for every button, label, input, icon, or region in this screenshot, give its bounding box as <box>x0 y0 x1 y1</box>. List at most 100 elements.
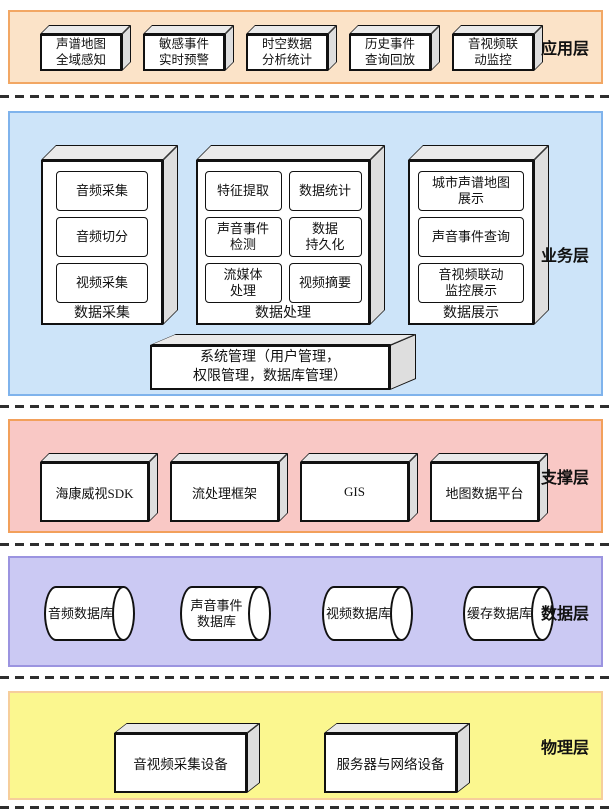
physical-box-server-network-devices: 服务器与网络设备 <box>324 722 470 793</box>
cell: 视频摘要 <box>288 263 362 303</box>
cylinder-end-cap <box>531 586 554 641</box>
box-right-face <box>247 722 260 793</box>
separator <box>0 405 615 408</box>
support-box-gis: GIS <box>300 453 418 522</box>
physical-box-av-capture-devices: 音视频采集设备 <box>114 722 260 793</box>
box-right-face <box>122 25 131 71</box>
layer-business: 音频采集 音频切分 视频采集 数据采集 特征提取 数据统计 声音事件 检测 数据… <box>8 111 603 396</box>
box-right-face <box>225 25 234 71</box>
layer-label-application: 应用层 <box>540 41 589 58</box>
layer-support: 海康威视SDK 流处理框架 GIS 地图数据平台 支撑层 <box>8 419 603 533</box>
box-top-face <box>452 25 543 34</box>
business-group-data-display: 城市声谱地图 展示 声音事件查询 音视频联动 监控展示 数据展示 <box>408 145 549 325</box>
layer-application: 声谱地图 全域感知 敏感事件 实时预警 时空数据 分析统计 历史事件 查询回放 <box>8 10 603 84</box>
support-box-hikvision-sdk: 海康威视SDK <box>40 453 158 522</box>
group-caption: 数据展示 <box>443 306 499 321</box>
box-top-face <box>246 25 337 34</box>
box-front-face: 特征提取 数据统计 声音事件 检测 数据 持久化 流媒体 处理 视频摘要 数据处… <box>196 160 370 325</box>
cylinder-end-cap <box>112 586 135 641</box>
cell: 声音事件查询 <box>418 217 524 257</box>
app-box-spectrogram-map: 声谱地图 全域感知 <box>40 25 131 71</box>
group-caption: 数据采集 <box>74 306 130 321</box>
cell: 声音事件 检测 <box>204 217 282 257</box>
database-cylinder-cache: 缓存数据库 <box>463 586 554 641</box>
box-top-face <box>430 453 548 462</box>
layer-label-business: 业务层 <box>540 247 589 265</box>
app-box-av-linkage-monitor: 音视频联 动监控 <box>452 25 543 71</box>
cell: 音频切分 <box>56 217 148 257</box>
cylinder-body <box>322 586 402 641</box>
cell: 音视频联动 监控展示 <box>418 263 524 303</box>
cell: 城市声谱地图 展示 <box>418 171 524 211</box>
separator <box>0 543 615 546</box>
box-right-face <box>279 453 288 522</box>
cylinder-label: 视频数据库 <box>325 605 391 621</box>
separator <box>0 676 615 679</box>
box-right-face <box>149 453 158 522</box>
app-box-spatiotemporal-analysis: 时空数据 分析统计 <box>246 25 337 71</box>
box-front-face: 城市声谱地图 展示 声音事件查询 音视频联动 监控展示 数据展示 <box>408 160 534 325</box>
box-right-face <box>163 145 178 325</box>
box-top-face <box>150 334 416 345</box>
cylinder-body <box>44 586 124 641</box>
cell: 特征提取 <box>204 171 282 211</box>
app-box-sensitive-event-warning: 敏感事件 实时预警 <box>143 25 234 71</box>
group-caption: 数据处理 <box>255 306 311 321</box>
box-right-face <box>390 333 416 390</box>
cylinder-end-cap <box>248 586 271 641</box>
box-top-face <box>324 723 470 733</box>
box-top-face <box>170 453 288 462</box>
box-front-face: 声谱地图 全域感知 <box>40 34 122 71</box>
cell-list: 音频采集 音频切分 视频采集 <box>56 171 148 303</box>
box-top-face <box>40 25 131 34</box>
box-front-face: 音视频采集设备 <box>114 733 247 793</box>
box-top-face <box>408 145 549 160</box>
box-front-face: 历史事件 查询回放 <box>349 34 431 71</box>
box-right-face <box>457 722 470 793</box>
box-front-face: 服务器与网络设备 <box>324 733 457 793</box>
box-front-face: 海康威视SDK <box>40 462 149 522</box>
cylinder-body <box>180 586 260 641</box>
box-front-face: 系统管理（用户管理， 权限管理，数据库管理） <box>150 345 390 390</box>
box-front-face: 流处理框架 <box>170 462 279 522</box>
business-group-data-processing: 特征提取 数据统计 声音事件 检测 数据 持久化 流媒体 处理 视频摘要 数据处… <box>196 145 385 325</box>
layer-label-physical: 物理层 <box>540 739 589 757</box>
box-right-face <box>431 25 440 71</box>
cylinder-label: 音频数据库 <box>47 605 113 621</box>
app-box-history-playback: 历史事件 查询回放 <box>349 25 440 71</box>
box-top-face <box>349 25 440 34</box>
layer-label-support: 支撑层 <box>540 470 589 487</box>
system-management-box: 系统管理（用户管理， 权限管理，数据库管理） <box>150 333 416 390</box>
cylinder-label: 声音事件 数据库 <box>190 597 243 629</box>
box-front-face: GIS <box>300 462 409 522</box>
box-top-face <box>300 453 418 462</box>
box-front-face: 音视频联 动监控 <box>452 34 534 71</box>
cell: 音频采集 <box>56 171 148 211</box>
database-cylinder-audio: 音频数据库 <box>44 586 135 641</box>
box-front-face: 音频采集 音频切分 视频采集 数据采集 <box>41 160 163 325</box>
separator <box>0 806 615 809</box>
separator <box>0 95 615 98</box>
box-front-face: 地图数据平台 <box>430 462 539 522</box>
box-right-face <box>370 145 385 325</box>
box-top-face <box>114 723 260 733</box>
box-right-face <box>328 25 337 71</box>
support-box-stream-framework: 流处理框架 <box>170 453 288 522</box>
cell: 流媒体 处理 <box>204 263 282 303</box>
cylinder-label: 缓存数据库 <box>466 605 532 621</box>
cylinder-end-cap <box>390 586 413 641</box>
box-top-face <box>143 25 234 34</box>
cell: 数据统计 <box>288 171 362 211</box>
box-front-face: 时空数据 分析统计 <box>246 34 328 71</box>
database-cylinder-sound-event: 声音事件 数据库 <box>180 586 271 641</box>
support-box-map-platform: 地图数据平台 <box>430 453 548 522</box>
box-front-face: 敏感事件 实时预警 <box>143 34 225 71</box>
box-right-face <box>534 145 549 325</box>
cell: 数据 持久化 <box>288 217 362 257</box>
layer-label-data: 数据层 <box>540 605 589 623</box>
box-top-face <box>196 145 385 160</box>
box-top-face <box>40 453 158 462</box>
box-top-face <box>41 145 178 160</box>
cell-list: 城市声谱地图 展示 声音事件查询 音视频联动 监控展示 <box>418 171 524 303</box>
